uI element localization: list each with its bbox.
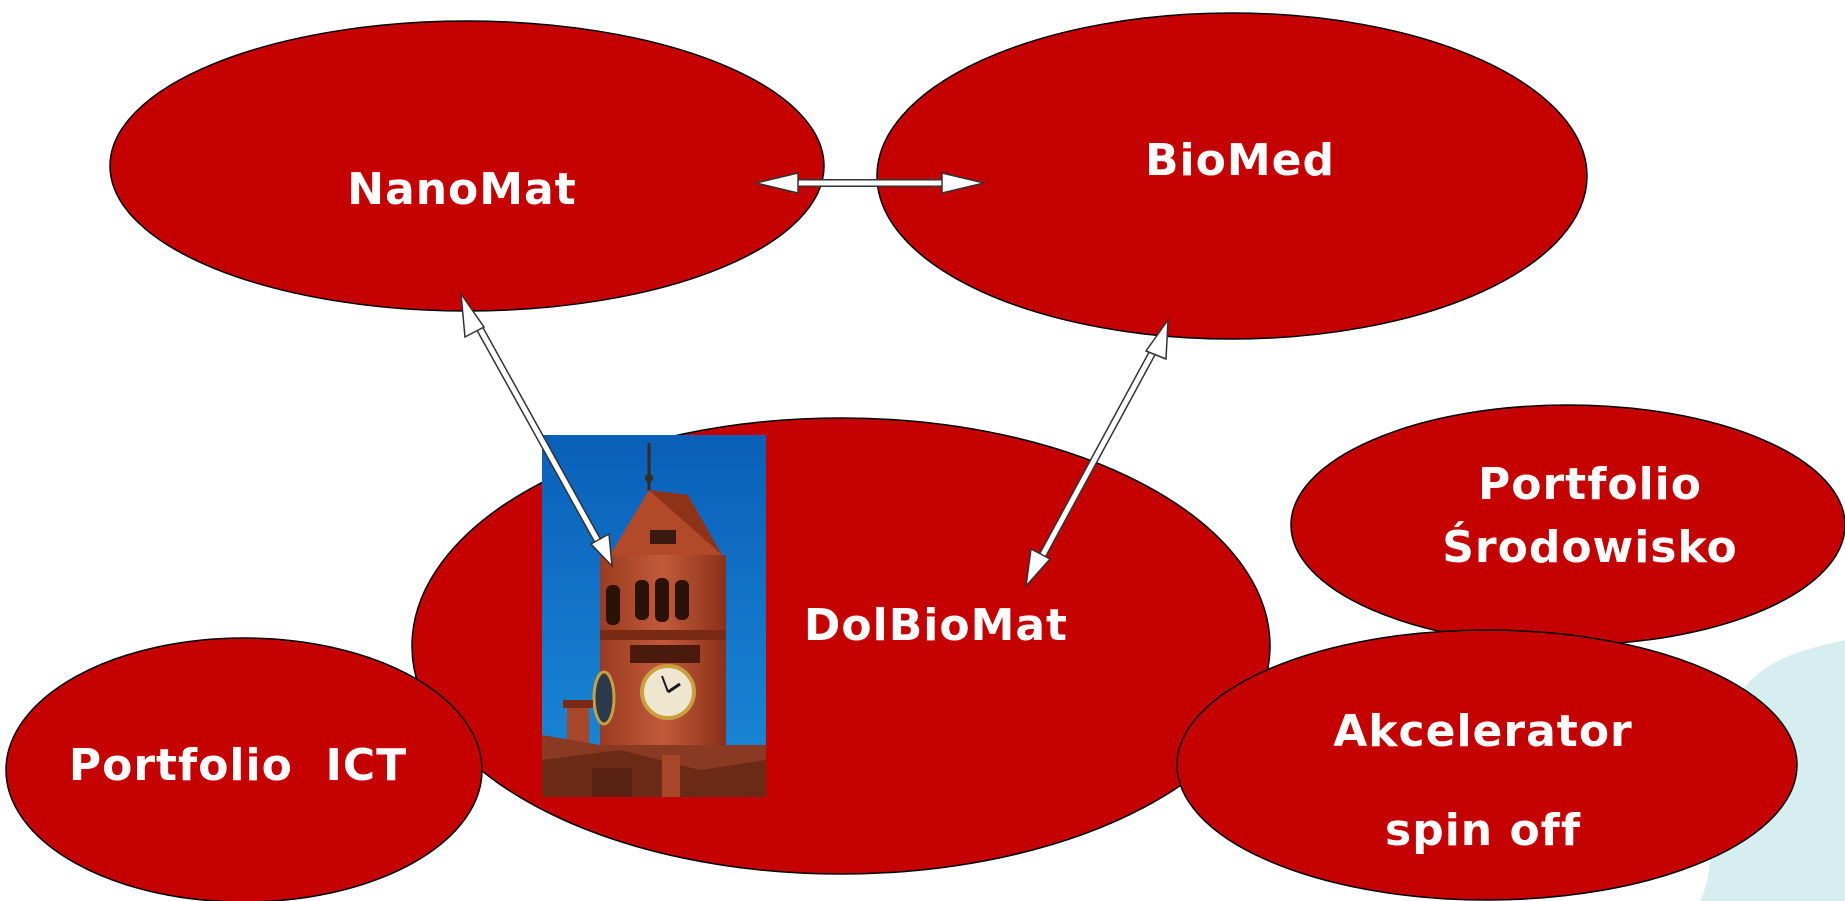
edge-nanomat-dolbiomat: [459, 291, 613, 569]
arrowhead-up-icon: [1144, 317, 1169, 361]
node-portfolio-srodowisko: Portfolio Środowisko: [1290, 404, 1845, 646]
node-dolbiomat-label: DolBioMat: [804, 600, 1068, 651]
arrowhead-right-icon: [941, 172, 985, 194]
node-akcelerator: Akcelerator spin off: [1176, 629, 1798, 901]
clock-tower-photo: [542, 435, 766, 797]
node-portfolio-ict-label: Portfolio ICT: [69, 740, 407, 791]
edge-biomed-dolbiomat: [1024, 317, 1169, 589]
node-portfolio-srodowisko-line1: Portfolio: [1478, 459, 1702, 510]
arrowhead-left-icon: [755, 172, 799, 194]
node-portfolio-srodowisko-line2: Środowisko: [1442, 520, 1738, 573]
node-akcelerator-line2: spin off: [1385, 805, 1581, 856]
node-biomed-label: BioMed: [1145, 135, 1335, 186]
edge-nanomat-biomed: [755, 172, 985, 194]
node-akcelerator-line1: Akcelerator: [1333, 706, 1633, 757]
node-dolbiomat: DolBioMat: [411, 417, 1271, 875]
arrowhead-up-icon: [459, 291, 486, 339]
arrowhead-down-icon: [1024, 547, 1052, 589]
node-portfolio-ict: Portfolio ICT: [5, 637, 483, 901]
node-biomed: BioMed: [876, 12, 1588, 340]
node-nanomat: NanoMat: [109, 20, 825, 312]
node-nanomat-label: NanoMat: [347, 164, 577, 215]
arrowhead-down-icon: [589, 532, 613, 569]
